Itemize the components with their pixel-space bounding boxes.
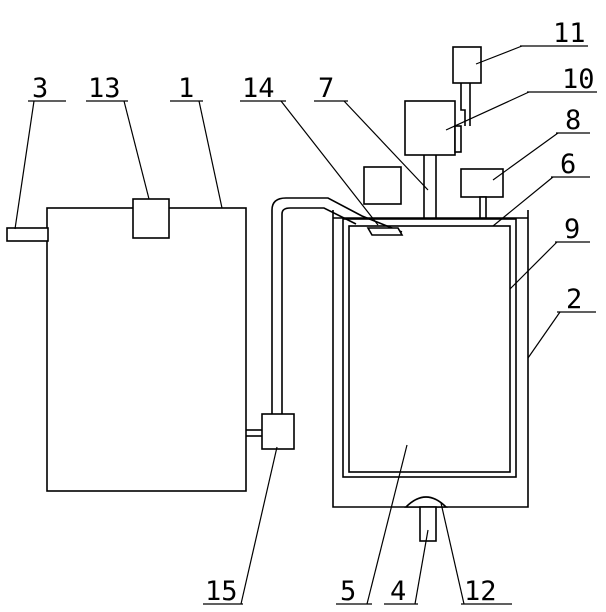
top-unit-box <box>132 198 170 239</box>
label-14: 14 <box>242 73 275 104</box>
controller-box <box>452 46 482 84</box>
transfer-pipe-inner <box>281 207 357 414</box>
inlet-pipe <box>6 227 49 242</box>
leader-14 <box>280 100 379 226</box>
outer-vessel <box>332 210 529 508</box>
label-1: 1 <box>178 73 194 104</box>
label-10: 10 <box>562 64 595 95</box>
controller-cable-a <box>460 83 466 126</box>
leader-9 <box>509 241 558 290</box>
motor-box <box>404 100 456 156</box>
motor-side-plate <box>454 125 462 153</box>
leader-12 <box>440 502 465 605</box>
drain-outlet <box>419 506 437 542</box>
inner-liner <box>342 218 517 478</box>
label-12: 12 <box>464 576 497 607</box>
label-9: 9 <box>564 214 580 245</box>
label-4: 4 <box>390 576 406 607</box>
left-tank <box>46 207 247 492</box>
label-2: 2 <box>566 284 582 315</box>
label-6: 6 <box>560 149 576 180</box>
lid-box <box>363 166 402 205</box>
leader-4 <box>414 529 429 605</box>
leader-6 <box>492 176 554 227</box>
leader-3 <box>14 100 35 230</box>
leader-2 <box>527 311 561 359</box>
leader-10 <box>445 91 530 131</box>
leader-1 <box>198 100 223 209</box>
inner-container <box>348 225 511 473</box>
leader-5 <box>366 444 408 605</box>
label-8: 8 <box>565 105 581 136</box>
leader-15 <box>240 446 278 605</box>
label-5: 5 <box>340 576 356 607</box>
pump-box <box>261 413 295 450</box>
pipe-nozzle <box>366 227 404 236</box>
transfer-pipe-outer <box>271 197 403 414</box>
sensor-stem <box>479 196 487 219</box>
label-15: 15 <box>205 576 238 607</box>
leader-8 <box>492 132 559 181</box>
bottom-dome <box>404 496 448 508</box>
label-13: 13 <box>88 73 121 104</box>
label-11: 11 <box>553 18 586 49</box>
label-3: 3 <box>32 73 48 104</box>
sensor-box <box>460 168 504 198</box>
leader-11 <box>475 45 523 65</box>
leader-13 <box>123 100 150 200</box>
label-7: 7 <box>318 73 334 104</box>
leader-7 <box>343 100 429 191</box>
